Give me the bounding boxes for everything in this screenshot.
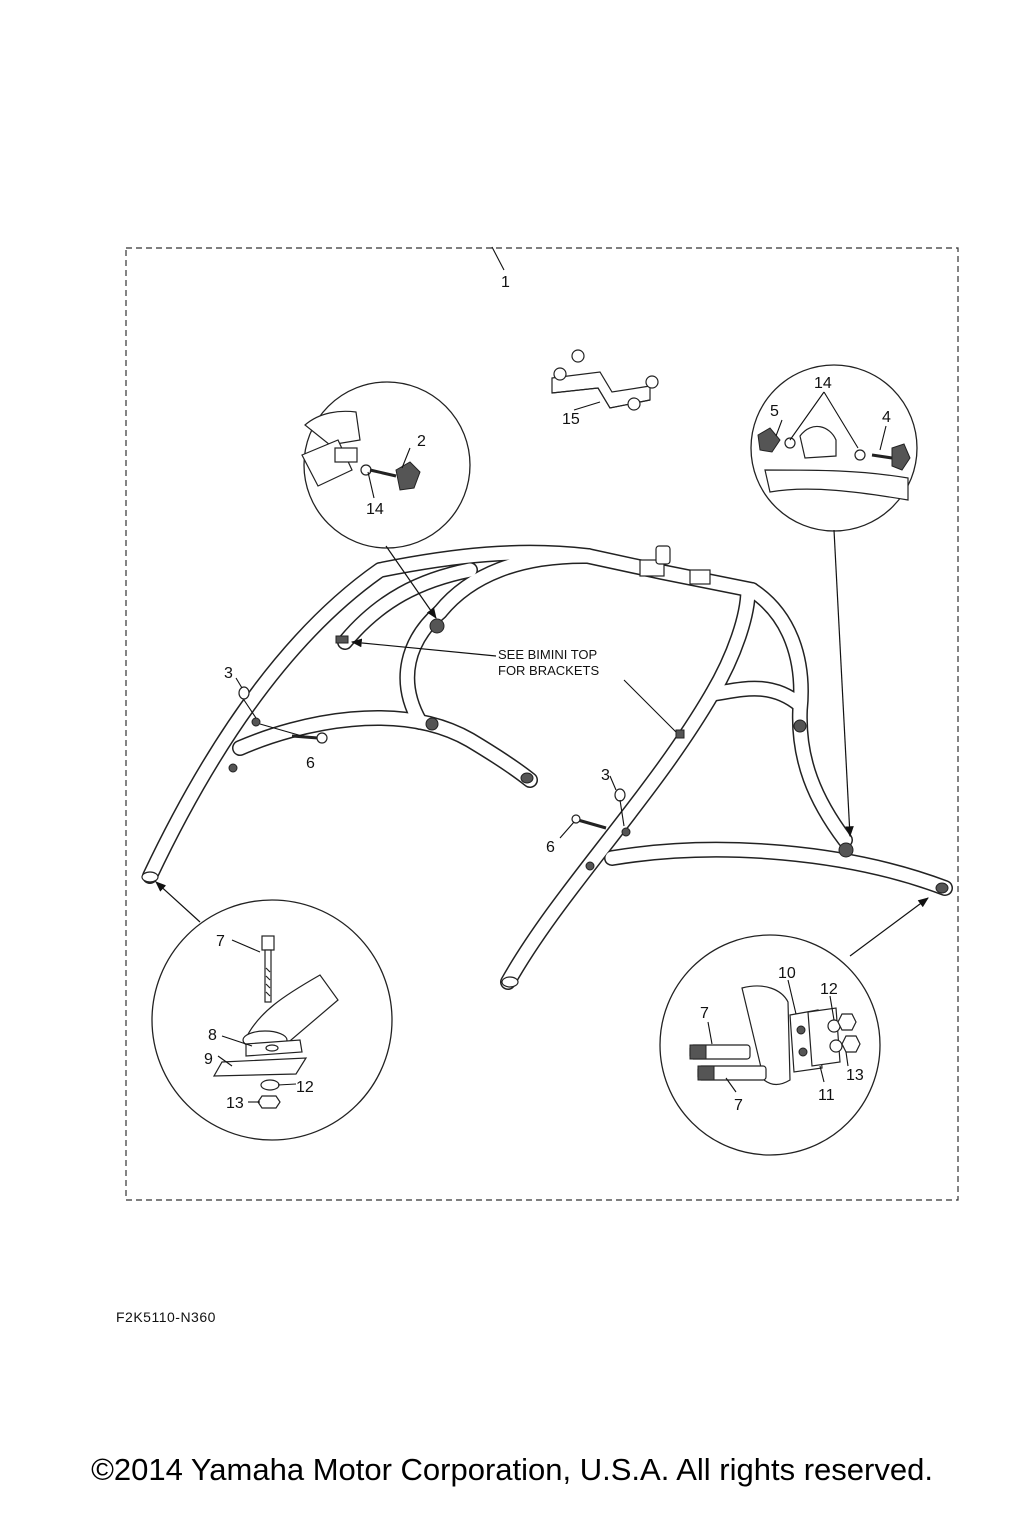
callout-10: 10: [778, 965, 796, 982]
copyright-notice: ©2014 Yamaha Motor Corporation, U.S.A. A…: [91, 1452, 933, 1487]
detail-circle-mount-right: [659, 934, 881, 1156]
detail-circle-mount-left: [151, 899, 393, 1141]
detail-circle-knob-right: [750, 364, 918, 532]
callout-8: 8: [208, 1027, 217, 1044]
callout-13-right: 13: [846, 1067, 864, 1084]
svg-text:FOR BRACKETS: FOR BRACKETS: [498, 663, 599, 678]
callout-5: 5: [770, 403, 779, 420]
bimini-note: SEE BIMINI TOP FOR BRACKETS: [498, 647, 599, 678]
callout-15: 15: [562, 411, 580, 428]
loose-hardware: [238, 686, 626, 830]
callout-3-left: 3: [224, 665, 233, 682]
kit-boundary: [125, 247, 959, 1201]
callout-11: 11: [818, 1087, 835, 1104]
callout-7-left: 7: [216, 933, 225, 950]
callout-12-left: 12: [296, 1079, 314, 1096]
callout-7-right-top: 7: [700, 1005, 709, 1022]
callout-6-left: 6: [306, 755, 315, 772]
callout-3-right: 3: [601, 767, 610, 784]
callout-6-right: 6: [546, 839, 555, 856]
callout-7-right-bottom: 7: [734, 1097, 743, 1114]
tower-frame: [141, 544, 953, 990]
callout-14-left: 14: [366, 501, 384, 518]
callout-9: 9: [204, 1051, 213, 1068]
callout-1: 1: [501, 274, 510, 291]
leader-lines: [217, 246, 887, 1103]
callouts: 1 15 2 14 14 5 4 3 6 3 6 7 8 9 12 13 10 …: [204, 274, 891, 1114]
detail-circle-knob-left: [301, 381, 471, 549]
callout-4: 4: [882, 409, 891, 426]
part-15-bracket: [551, 349, 659, 411]
svg-text:SEE BIMINI TOP: SEE BIMINI TOP: [498, 647, 597, 662]
diagram-code: F2K5110-N360: [116, 1309, 216, 1325]
callout-12-right: 12: [820, 981, 838, 998]
callout-13-left: 13: [226, 1095, 244, 1112]
callout-14-right: 14: [814, 375, 832, 392]
detail-arrows: [155, 529, 929, 957]
callout-2: 2: [417, 433, 426, 450]
